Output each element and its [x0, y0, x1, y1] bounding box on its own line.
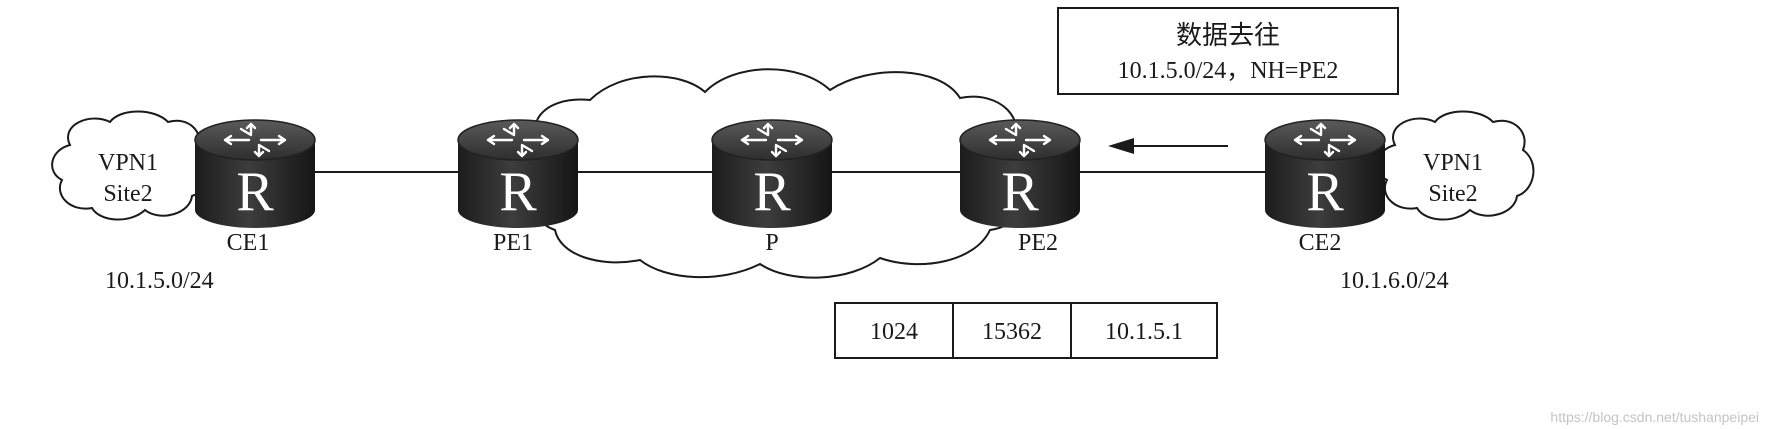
left-site-label-line1: VPN1 — [98, 150, 158, 176]
label-stack-cell — [952, 302, 1072, 359]
info-box-title: 数据去往 — [1176, 21, 1280, 50]
router-symbol: R — [499, 161, 537, 223]
right-site-label-line1: VPN1 — [1423, 150, 1483, 176]
router-symbol: R — [1306, 161, 1344, 223]
info-box — [1057, 7, 1399, 95]
flow-arrow — [1108, 138, 1228, 154]
label-stack-cell — [834, 302, 954, 359]
right-prefix: 10.1.6.0/24 — [1340, 268, 1449, 294]
label-stack: 1024 15362 10.1.5.1 — [834, 302, 1218, 359]
router-pe1: R — [456, 118, 580, 230]
router-label-ce1: CE1 — [227, 230, 270, 256]
router-ce1: R — [193, 118, 317, 230]
router-symbol: R — [1001, 161, 1039, 223]
left-prefix: 10.1.5.0/24 — [105, 268, 214, 294]
router-symbol: R — [236, 161, 274, 223]
label-stack-value: 1024 — [870, 319, 918, 345]
router-label-pe2: PE2 — [1018, 230, 1058, 256]
router-p: R — [710, 118, 834, 230]
router-pe2: R — [958, 118, 1082, 230]
watermark: https://blog.csdn.net/tushanpeipei — [1550, 409, 1759, 425]
router-label-ce2: CE2 — [1299, 230, 1342, 256]
right-site-label-line2: Site2 — [1428, 181, 1477, 207]
right-site-cloud — [1376, 110, 1535, 221]
router-label-pe1: PE1 — [493, 230, 533, 256]
label-stack-value: 15362 — [982, 319, 1042, 345]
label-stack-value: 10.1.5.1 — [1105, 319, 1183, 345]
router-symbol: R — [753, 161, 791, 223]
left-site-label-line2: Site2 — [103, 181, 152, 207]
label-stack-cell — [1070, 302, 1218, 359]
info-box-route: 10.1.5.0/24，NH=PE2 — [1118, 58, 1339, 84]
router-label-p: P — [765, 230, 778, 256]
left-site-cloud — [51, 110, 210, 221]
router-ce2: R — [1263, 118, 1387, 230]
